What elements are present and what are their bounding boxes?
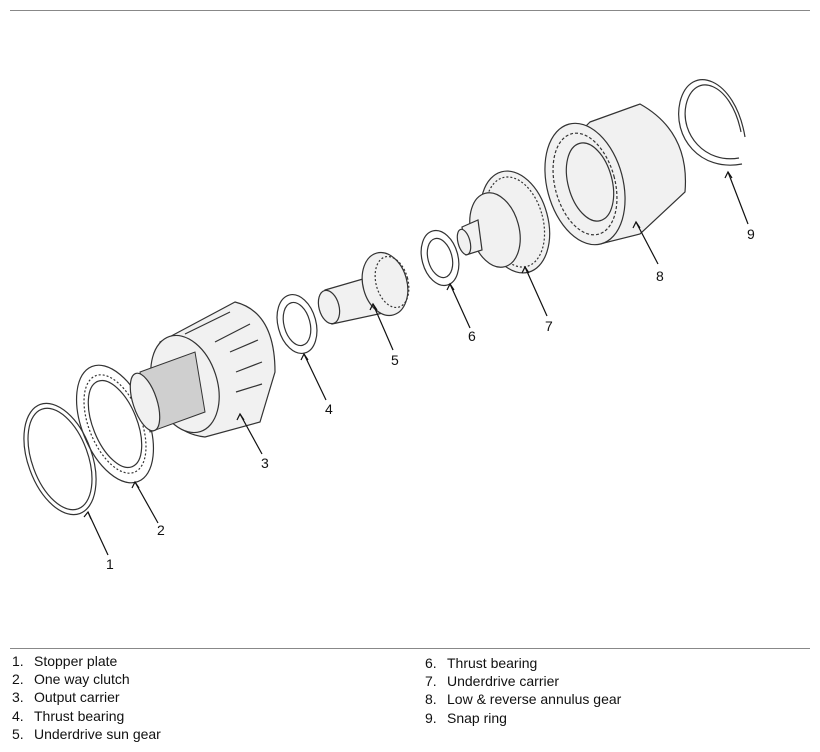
callout-4: 4 — [325, 401, 333, 417]
exploded-view-diagram: 1 2 3 4 5 6 7 8 9 — [23, 79, 755, 572]
leader-1 — [87, 511, 109, 556]
leader-4 — [303, 353, 327, 401]
leader-8 — [635, 221, 659, 265]
part-low-reverse-annulus-gear — [544, 103, 687, 246]
arrow-9 — [724, 170, 733, 179]
arrow-7 — [521, 265, 530, 274]
callout-8: 8 — [656, 268, 664, 284]
arrow-1 — [83, 510, 92, 520]
legend-right: 6.Thrust bearing 7.Underdrive carrier 8.… — [425, 654, 621, 727]
callout-numbers: 1 2 3 4 5 6 7 8 9 — [106, 226, 755, 572]
leader-2 — [134, 481, 159, 524]
part-snap-ring — [678, 79, 746, 166]
leader-5 — [372, 303, 394, 351]
part-output-carrier — [129, 301, 276, 438]
leader-lines — [83, 170, 749, 556]
legend-left: 1.Stopper plate 2.One way clutch 3.Outpu… — [12, 652, 161, 743]
legend-item: 4.Thrust bearing — [12, 707, 125, 724]
arrow-8 — [632, 220, 641, 229]
arrow-3 — [236, 412, 245, 421]
callout-7: 7 — [545, 318, 553, 334]
legend-item: 9.Snap ring — [425, 709, 507, 726]
legend-item: 8.Low & reverse annulus gear — [425, 691, 622, 708]
part-stopper-plate — [23, 402, 97, 516]
arrow-5 — [369, 302, 378, 311]
legend-item: 2.One way clutch — [12, 671, 130, 688]
callout-2: 2 — [157, 522, 165, 538]
leader-3 — [239, 413, 263, 455]
arrow-6 — [446, 282, 455, 291]
legend-item: 1.Stopper plate — [12, 653, 118, 669]
callout-9: 9 — [747, 226, 755, 242]
leader-9 — [727, 171, 749, 225]
leader-7 — [524, 266, 548, 317]
legend-rule — [10, 648, 810, 649]
part-underdrive-carrier — [456, 170, 551, 274]
legend-item: 7.Underdrive carrier — [425, 673, 560, 690]
part-underdrive-sun-gear — [317, 251, 410, 325]
legend-item: 5.Underdrive sun gear — [12, 725, 161, 742]
legend-item: 3.Output carrier — [12, 689, 120, 706]
callout-5: 5 — [391, 352, 399, 368]
leader-6 — [449, 283, 471, 329]
part-thrust-bearing-6 — [420, 229, 460, 287]
top-rule — [10, 10, 810, 11]
arrow-4 — [300, 352, 309, 361]
legend-item: 6.Thrust bearing — [425, 655, 538, 671]
part-thrust-bearing-4 — [276, 294, 318, 354]
callout-1: 1 — [106, 556, 114, 572]
callout-6: 6 — [468, 328, 476, 344]
callout-3: 3 — [261, 455, 269, 471]
arrow-2 — [131, 480, 140, 489]
